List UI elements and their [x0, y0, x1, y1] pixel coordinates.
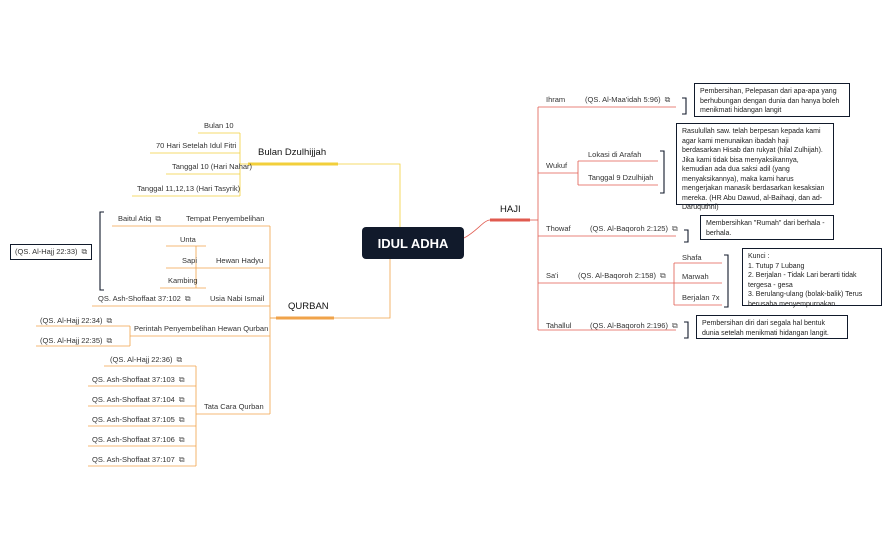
dzulhijjah-item[interactable]: 70 Hari Setelah Idul Fitri	[156, 141, 237, 150]
dzulhijjah-item[interactable]: Tanggal 10 (Hari Nahar)	[172, 162, 253, 171]
dzulhijjah-item[interactable]: Bulan 10	[204, 121, 234, 130]
tata-ref[interactable]: QS. Ash-Shoffaat 37:103⧉	[92, 375, 185, 384]
external-link-icon[interactable]: ⧉	[106, 316, 113, 325]
external-link-icon[interactable]: ⧉	[671, 321, 678, 330]
usia-ref[interactable]: QS. Ash-Shoffaat 37:102⧉	[98, 294, 191, 303]
perintah-ref[interactable]: (QS. Al-Hajj 22:35)⧉	[40, 336, 113, 345]
ihram-note: Pembersihan, Pelepasan dari apa-apa yang…	[694, 83, 850, 117]
external-link-icon[interactable]: ⧉	[178, 415, 185, 424]
sai-sub[interactable]: Marwah	[682, 272, 709, 281]
external-link-icon[interactable]: ⧉	[176, 355, 183, 364]
sai-note: Kunci : 1. Tutup 7 Lubang 2. Berjalan - …	[742, 248, 882, 308]
wukuf-sub[interactable]: Lokasi di Arafah	[588, 150, 642, 159]
wukuf-sub[interactable]: Tanggal 9 Dzulhijah	[588, 173, 654, 182]
branch-qurban[interactable]: QURBAN	[288, 301, 329, 312]
tata-ref[interactable]: QS. Ash-Shoffaat 37:107⧉	[92, 455, 185, 464]
tempat-ref-box[interactable]: (QS. Al-Hajj 22:33)⧉	[10, 244, 93, 260]
qurban-usia[interactable]: Usia Nabi Ismail	[210, 294, 265, 303]
hewan-item[interactable]: Unta	[180, 235, 196, 244]
connector	[338, 163, 401, 227]
external-link-icon[interactable]: ⧉	[664, 95, 671, 104]
external-link-icon[interactable]: ⧉	[178, 375, 185, 384]
external-link-icon[interactable]: ⧉	[155, 214, 162, 223]
qurban-tempat[interactable]: Tempat Penyembelihan	[186, 214, 265, 223]
external-link-icon[interactable]: ⧉	[659, 271, 666, 280]
haji-tahallul[interactable]: Tahallul	[546, 321, 572, 330]
external-link-icon[interactable]: ⧉	[184, 294, 191, 303]
sai-sub[interactable]: Berjalan 7x	[682, 293, 720, 302]
external-link-icon[interactable]: ⧉	[671, 224, 678, 233]
perintah-ref[interactable]: (QS. Al-Hajj 22:34)⧉	[40, 316, 113, 325]
tata-ref[interactable]: QS. Ash-Shoffaat 37:105⧉	[92, 415, 185, 424]
haji-ihram[interactable]: Ihram	[546, 95, 566, 104]
branch-haji[interactable]: HAJI	[500, 204, 521, 215]
tata-ref[interactable]: (QS. Al-Hajj 22:36)⧉	[110, 355, 183, 364]
qurban-perintah[interactable]: Perintah Penyembelihan Hewan Qurban	[134, 324, 269, 333]
qurban-tata[interactable]: Tata Cara Qurban	[204, 402, 264, 411]
external-link-icon[interactable]: ⧉	[81, 247, 88, 256]
haji-thowaf[interactable]: Thowaf	[546, 224, 571, 233]
external-link-icon[interactable]: ⧉	[178, 455, 185, 464]
haji-sai[interactable]: Sa'i	[546, 271, 559, 280]
tahallul-note: Pembersihan diri dari segala hal bentuk …	[696, 315, 848, 339]
tahallul-ref[interactable]: (QS. Al-Baqoroh 2:196)⧉	[590, 321, 678, 330]
wukuf-note: Rasulullah saw. telah berpesan kepada ka…	[676, 123, 834, 211]
external-link-icon[interactable]: ⧉	[178, 435, 185, 444]
external-link-icon[interactable]: ⧉	[106, 336, 113, 345]
thowaf-ref[interactable]: (QS. Al-Baqoroh 2:125)⧉	[590, 224, 678, 233]
dzulhijjah-item[interactable]: Tanggal 11,12,13 (Hari Tasyrik)	[137, 184, 241, 193]
branch-dzulhijjah[interactable]: Bulan Dzulhijjah	[258, 147, 327, 158]
tempat-ref[interactable]: Baitul Atiq⧉	[118, 214, 162, 223]
hewan-item[interactable]: Sapi	[182, 256, 198, 265]
haji-wukuf[interactable]: Wukuf	[546, 161, 568, 170]
root-node[interactable]: IDUL ADHA	[362, 227, 464, 259]
thowaf-note: Membersihkan "Rumah" dari berhala - berh…	[700, 215, 834, 240]
tata-ref[interactable]: QS. Ash-Shoffaat 37:106⧉	[92, 435, 185, 444]
sai-ref[interactable]: (QS. Al-Baqoroh 2:158)⧉	[578, 271, 666, 280]
external-link-icon[interactable]: ⧉	[178, 395, 185, 404]
sai-sub[interactable]: Shafa	[682, 253, 702, 262]
hewan-item[interactable]: Kambing	[168, 276, 198, 285]
connector	[463, 219, 530, 239]
tata-ref[interactable]: QS. Ash-Shoffaat 37:104⧉	[92, 395, 185, 404]
qurban-hewan[interactable]: Hewan Hadyu	[216, 256, 264, 265]
haji-ihram-ref[interactable]: (QS. Al-Maa'idah 5:96)⧉	[585, 95, 671, 104]
